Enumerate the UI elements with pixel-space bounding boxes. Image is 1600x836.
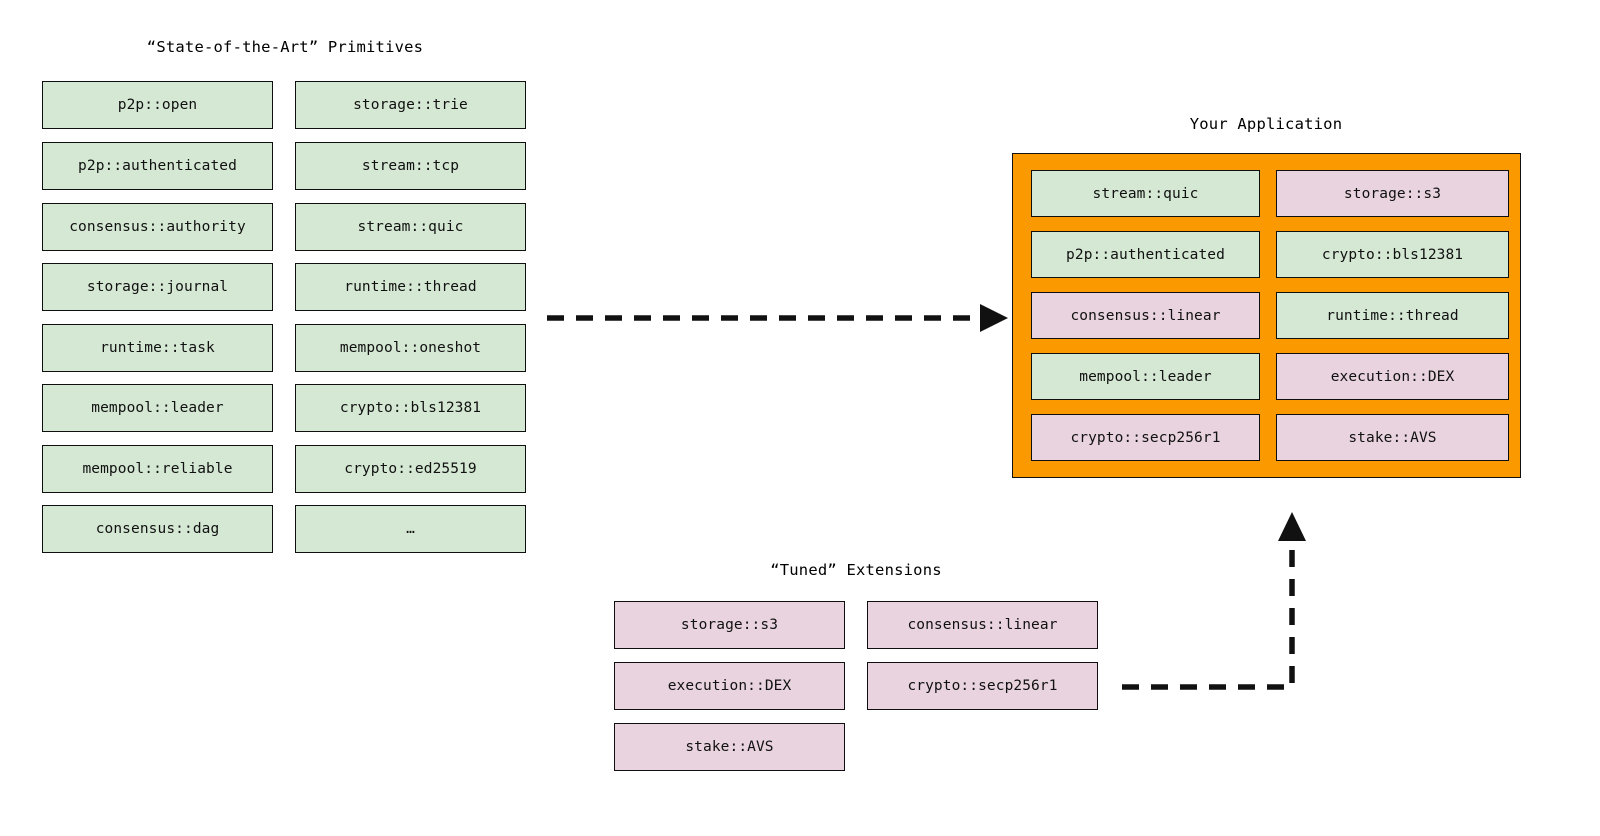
extension-chip[interactable]: execution::DEX [614,662,845,710]
extension-chip[interactable]: consensus::linear [867,601,1098,649]
primitive-chip[interactable]: consensus::dag [42,505,273,553]
primitive-chip[interactable]: crypto::bls12381 [295,384,526,432]
primitive-chip[interactable]: stream::tcp [295,142,526,190]
primitive-chip[interactable]: mempool::oneshot [295,324,526,372]
primitive-chip[interactable]: crypto::ed25519 [295,445,526,493]
application-chip[interactable]: consensus::linear [1031,292,1260,339]
application-chip[interactable]: mempool::leader [1031,353,1260,400]
primitive-chip[interactable]: runtime::task [42,324,273,372]
primitive-chip[interactable]: runtime::thread [295,263,526,311]
extension-chip[interactable]: stake::AVS [614,723,845,771]
application-chip[interactable]: runtime::thread [1276,292,1509,339]
primitive-chip[interactable]: stream::quic [295,203,526,251]
application-chip[interactable]: storage::s3 [1276,170,1509,217]
primitive-chip-more[interactable]: … [295,505,526,553]
primitives-section-title: “State-of-the-Art” Primitives [146,38,424,56]
application-chip[interactable]: execution::DEX [1276,353,1509,400]
application-section-title: Your Application [1189,115,1343,133]
primitive-chip[interactable]: mempool::reliable [42,445,273,493]
arrow-primitives-to-application [547,304,1008,332]
primitive-chip[interactable]: mempool::leader [42,384,273,432]
primitive-chip[interactable]: p2p::authenticated [42,142,273,190]
application-chip[interactable]: p2p::authenticated [1031,231,1260,278]
application-chip[interactable]: stake::AVS [1276,414,1509,461]
extensions-section-title: “Tuned” Extensions [770,561,942,579]
extension-chip[interactable]: crypto::secp256r1 [867,662,1098,710]
arrow-extensions-to-application [1122,512,1306,690]
primitive-chip[interactable]: storage::trie [295,81,526,129]
application-chip[interactable]: crypto::bls12381 [1276,231,1509,278]
extension-chip[interactable]: storage::s3 [614,601,845,649]
application-chip[interactable]: stream::quic [1031,170,1260,217]
primitive-chip[interactable]: p2p::open [42,81,273,129]
primitive-chip[interactable]: storage::journal [42,263,273,311]
primitive-chip[interactable]: consensus::authority [42,203,273,251]
application-chip[interactable]: crypto::secp256r1 [1031,414,1260,461]
